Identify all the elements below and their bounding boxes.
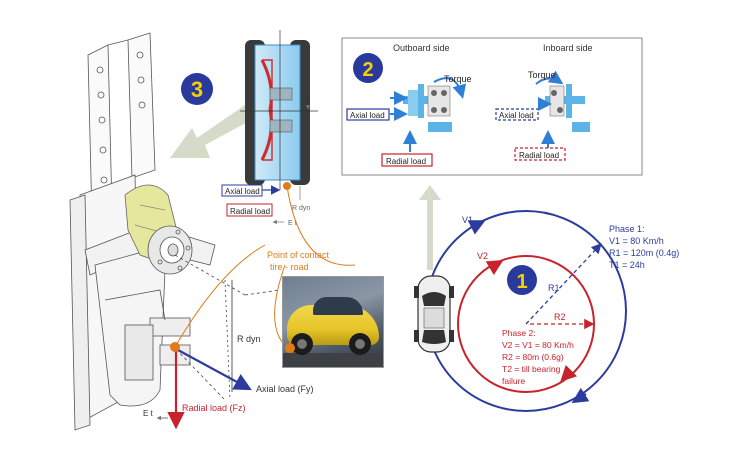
outboard-side-label: Outboard side <box>393 43 450 53</box>
outboard-torque-label: Torque <box>444 74 472 84</box>
v1-label: V1 <box>462 215 473 225</box>
inboard-axial-label: Axial load <box>499 111 534 120</box>
wheel-rdyn-label: R dyn <box>292 205 310 212</box>
svg-text:Phase 1:: Phase 1: <box>609 224 645 234</box>
inboard-radial-label: Radial load <box>519 151 559 160</box>
phase-2-info: Phase 2: V2 = V1 = 80 Km/h R2 = 80m (0.6… <box>502 328 574 386</box>
r1-label: R1 <box>548 283 560 293</box>
contact-label-line1: Point of contact <box>267 250 330 260</box>
rig-axial-label: Axial load (Fy) <box>256 384 314 394</box>
svg-text:T2 = till bearing: T2 = till bearing <box>502 364 561 374</box>
test-rig-drawing <box>69 32 281 431</box>
inboard-torque-label: Torque <box>528 70 556 80</box>
svg-text:V2 = V1 = 80 Km/h: V2 = V1 = 80 Km/h <box>502 340 574 350</box>
rig-radial-label: Radial load (Fz) <box>182 403 246 413</box>
outer-track-arrow-top <box>467 220 486 235</box>
svg-text:T1 = 24h: T1 = 24h <box>609 260 645 270</box>
flow-arrow-to-panel <box>419 185 441 270</box>
v2-label: V2 <box>477 251 488 261</box>
car-photo <box>282 276 384 368</box>
photo-contact-point <box>285 343 295 353</box>
step-1-badge: 1 <box>507 265 537 295</box>
wheel-axial-label: Axial load <box>225 187 260 196</box>
inboard-torque-arrow <box>535 70 564 85</box>
photo-front-wheel <box>291 333 313 355</box>
svg-text:2: 2 <box>362 59 373 81</box>
svg-text:V1 = 80 Km/h: V1 = 80 Km/h <box>609 236 664 246</box>
wheel-radial-label: Radial load <box>230 207 270 216</box>
flow-arrow-to-rig <box>170 105 255 158</box>
outboard-axial-label: Axial load <box>350 111 385 120</box>
inboard-bearing <box>545 84 590 132</box>
phase-1-info: Phase 1: V1 = 80 Km/h R1 = 120m (0.4g) T… <box>609 224 679 270</box>
photo-rear-wheel <box>349 333 371 355</box>
step-2-badge: 2 <box>353 53 383 83</box>
outer-track-circle <box>425 210 627 412</box>
rig-rdyn-label: R dyn <box>237 334 261 344</box>
rig-et-label: E t <box>143 409 154 418</box>
r2-label: R2 <box>554 312 566 322</box>
rig-axial-arrow <box>177 349 252 391</box>
wheel-et-label: E t <box>288 220 297 227</box>
step-3-badge: 3 <box>181 73 213 105</box>
outboard-torque-arrow <box>433 77 467 99</box>
car-top-view <box>414 275 454 353</box>
outboard-bearing <box>403 84 452 132</box>
outer-track-arrow-bottom <box>571 387 590 404</box>
svg-text:failure: failure <box>502 376 525 386</box>
svg-text:1: 1 <box>516 271 527 293</box>
photo-road <box>283 353 383 367</box>
inboard-side-label: Inboard side <box>543 43 593 53</box>
photo-car-windows <box>313 297 363 315</box>
inner-track-arrow-top <box>485 259 504 276</box>
bearing-loads-panel <box>341 37 643 176</box>
svg-text:Phase 2:: Phase 2: <box>502 328 536 338</box>
wheel-cross-section <box>240 30 318 190</box>
contact-label-line2: tire - road <box>270 262 309 272</box>
svg-text:3: 3 <box>191 77 203 102</box>
outboard-radial-label: Radial load <box>386 157 426 166</box>
svg-text:R2 = 80m (0.6g): R2 = 80m (0.6g) <box>502 352 564 362</box>
svg-text:R1 = 120m (0.4g): R1 = 120m (0.4g) <box>609 248 679 258</box>
inner-track-arrow-bottom <box>560 364 578 382</box>
